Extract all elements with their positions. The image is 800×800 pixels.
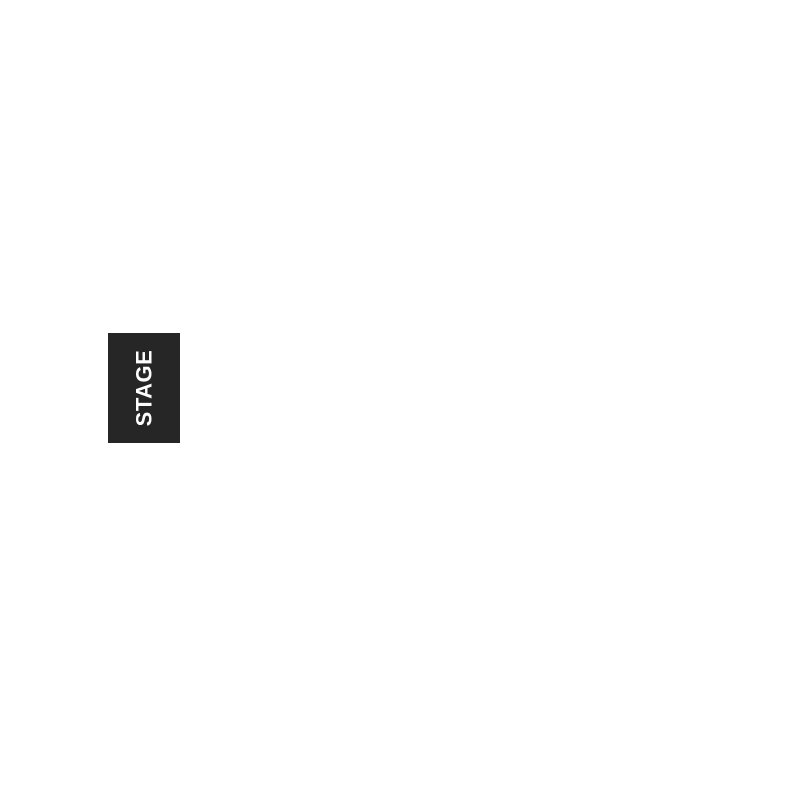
stage-label: STAGE — [131, 349, 156, 427]
stage-block: STAGE — [108, 333, 180, 443]
